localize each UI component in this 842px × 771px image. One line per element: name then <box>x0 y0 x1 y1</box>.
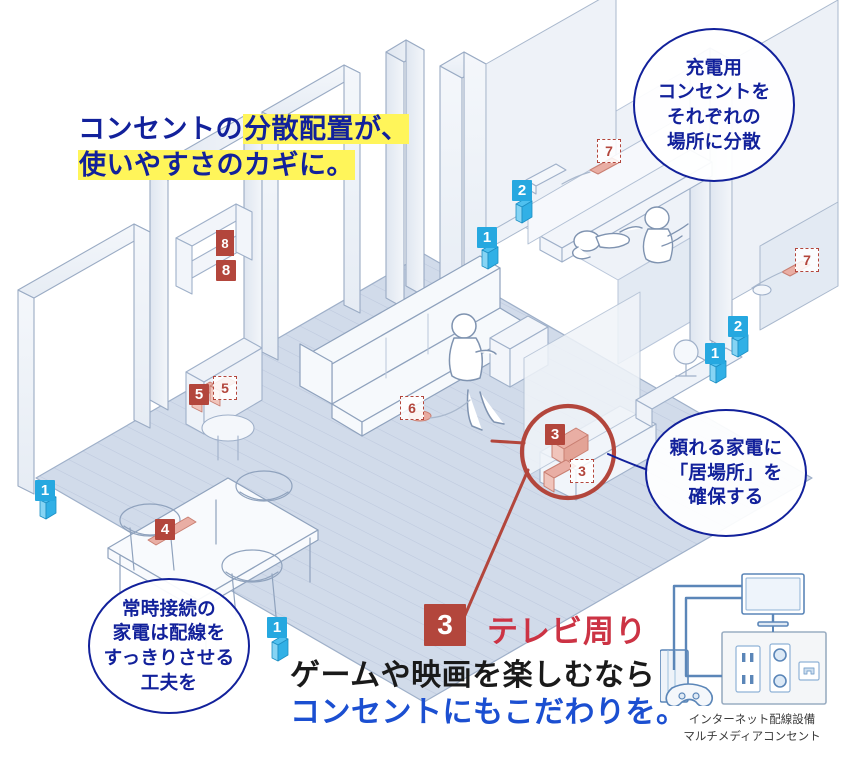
tv-section-title: テレビ周り <box>487 614 647 649</box>
callout-bubble-charging: 充電用コンセントをそれぞれの場所に分散 <box>633 28 795 182</box>
marker-8: 8 <box>216 260 236 281</box>
game-controller-icon <box>665 683 714 706</box>
product-illustration <box>660 573 827 706</box>
headline-line-1: コンセントの分散配置が、 <box>78 114 410 144</box>
product-caption-line-1: インターネット配線設備 <box>688 714 816 726</box>
tv-subtitle-line-2: コンセントにもこだわりを。 <box>290 695 687 729</box>
headline-line-2: 使いやすさのカギに。 <box>78 149 355 180</box>
marker-3-dashed: 3 <box>570 459 594 483</box>
cable-console <box>684 596 742 678</box>
marker-7-upper: 7 <box>597 139 621 163</box>
marker-5-dashed: 5 <box>213 376 237 400</box>
marker-5: 5 <box>189 384 209 405</box>
product-caption: インターネット配線設備 マルチメディアコンセント <box>668 712 836 745</box>
callout-bubble-wiring-text: 常時接続の家電は配線をすっきりさせる工夫を <box>103 597 235 693</box>
callout-bubble-appliance-text: 頼れる家電に「居場所」を確保する <box>669 437 783 508</box>
marker-7-right: 7 <box>795 248 819 272</box>
marker-2-right: 2 <box>728 316 748 337</box>
marker-8-upper: 8 <box>216 230 234 256</box>
callout-bubble-appliance: 頼れる家電に「居場所」を確保する <box>645 409 807 537</box>
product-caption-line-2: マルチメディアコンセント <box>683 730 821 743</box>
tv-section-number: 3 <box>424 604 466 646</box>
marker-1-center: 1 <box>477 227 497 248</box>
callout-bubble-wiring: 常時接続の家電は配線をすっきりさせる工夫を <box>88 578 250 714</box>
cable-tv <box>672 584 742 670</box>
marker-1-right: 1 <box>705 343 725 364</box>
tv-subtitle-line-1: ゲームや映画を楽しむなら <box>290 659 656 692</box>
marker-3: 3 <box>545 424 565 445</box>
marker-1-bottom: 1 <box>267 617 287 638</box>
marker-1-left: 1 <box>35 480 55 501</box>
marker-2-center: 2 <box>512 180 532 201</box>
page-headline: コンセントの分散配置が、 使いやすさのカギに。 <box>78 112 410 183</box>
marker-4: 4 <box>155 519 175 540</box>
tv-section-subtitle: ゲームや映画を楽しむなら コンセントにもこだわりを。 <box>290 658 687 731</box>
marker-6-dashed: 6 <box>400 396 424 420</box>
callout-bubble-charging-text: 充電用コンセントをそれぞれの場所に分散 <box>657 56 771 152</box>
